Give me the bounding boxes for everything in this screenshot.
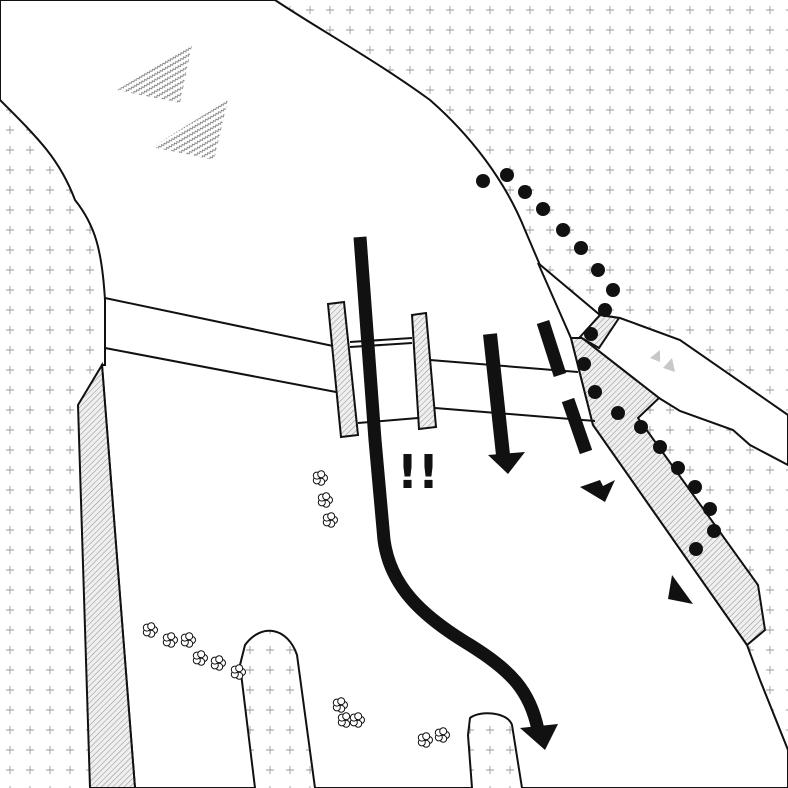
dot-marker (688, 480, 702, 494)
warning-mark: !! (397, 445, 439, 499)
dot-marker (707, 524, 721, 538)
main-flow-arrow (353, 236, 545, 732)
dashed-arrow-segment (561, 397, 593, 455)
flower-icon (417, 732, 433, 748)
dot-marker (574, 241, 588, 255)
dot-marker (584, 327, 598, 341)
hatched-triangle-icon (152, 100, 228, 160)
dot-marker (606, 283, 620, 297)
arrow-head-icon (520, 724, 558, 750)
bridge-pier (410, 311, 438, 431)
flower-icon (210, 655, 226, 671)
dot-marker (689, 542, 703, 556)
dot-marker (518, 185, 532, 199)
flower-icon (317, 492, 333, 508)
flower-icon (322, 512, 338, 528)
flower-icon (180, 632, 196, 648)
flow-arrow-shaft (483, 333, 510, 456)
dot-marker (536, 202, 550, 216)
flower-icon (312, 470, 328, 486)
dot-marker (671, 461, 685, 475)
flower-icon (332, 697, 348, 713)
dot-marker (500, 168, 514, 182)
dot-marker (556, 223, 570, 237)
hatched-triangle-icon (117, 45, 192, 103)
dot-marker (598, 303, 612, 317)
small-triangle-icon (650, 350, 660, 362)
arrow-head-icon (488, 452, 525, 474)
dot-marker (591, 263, 605, 277)
flower-icon (142, 622, 158, 638)
dot-marker (653, 440, 667, 454)
flower-icon (349, 712, 365, 728)
flower-icon (192, 650, 208, 666)
arrow-head-icon (580, 480, 615, 502)
flower-clusters (142, 470, 450, 748)
dot-marker (577, 357, 591, 371)
triangle-marker-icon (668, 575, 693, 604)
dashed-arrow-segment (536, 320, 567, 377)
bridge-pier (326, 300, 360, 439)
dot-marker (703, 502, 717, 516)
small-triangle-icon (663, 358, 675, 372)
flower-icon (162, 632, 178, 648)
dot-marker (588, 385, 602, 399)
left-embankment (76, 361, 137, 788)
dot-marker (611, 406, 625, 420)
flower-icon (230, 664, 246, 680)
dot-marker (634, 420, 648, 434)
flower-icon (434, 727, 450, 743)
dotted-path (476, 168, 721, 556)
dot-marker (476, 174, 490, 188)
